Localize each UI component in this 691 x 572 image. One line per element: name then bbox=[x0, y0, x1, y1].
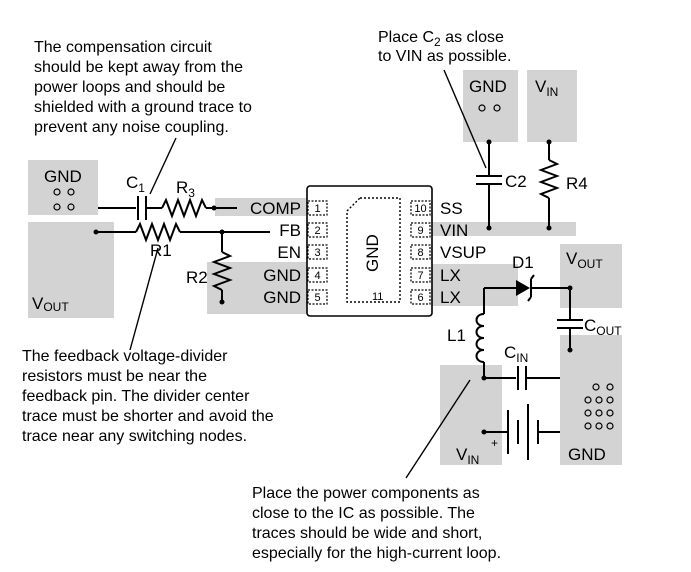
ic-pin-name-lx-6: LX bbox=[440, 288, 461, 307]
vout-right-label: VOUT bbox=[566, 249, 603, 271]
vout-left-label: VOUT bbox=[32, 294, 69, 314]
ic-pin-box-6 bbox=[410, 289, 431, 305]
ic-pin-name-comp-1: COMP bbox=[250, 199, 301, 218]
note-fb-line-1: The feedback voltage-divider bbox=[22, 348, 228, 365]
r1-resistor bbox=[135, 221, 181, 243]
ic-pin-number-9: 9 bbox=[417, 225, 423, 237]
ic-pin-name-en-3: EN bbox=[277, 243, 301, 262]
gnd-left-label: GND bbox=[44, 167, 82, 186]
r3-label: R3 bbox=[176, 178, 195, 200]
vias bbox=[53, 104, 614, 430]
c1-label: C1 bbox=[126, 173, 145, 195]
ic-body bbox=[306, 185, 433, 317]
note-comp-line-4: shielded with a ground trace to bbox=[34, 99, 252, 116]
r2-label: R2 bbox=[186, 268, 208, 287]
ic-pin-number-10: 10 bbox=[414, 203, 426, 215]
ic-pin-number-7: 7 bbox=[417, 270, 423, 282]
ic-pin-box-8 bbox=[410, 244, 431, 260]
r1-label: R1 bbox=[150, 241, 172, 260]
ic-pin-number-1: 1 bbox=[314, 203, 320, 215]
ic-thermal-pad bbox=[346, 197, 401, 303]
c2-capacitor bbox=[476, 175, 502, 185]
ic-thermal-pin-number: 11 bbox=[372, 291, 383, 303]
r4-resistor bbox=[538, 159, 560, 199]
ic-pin-number-5: 5 bbox=[314, 292, 320, 304]
c2-note-line2: to VIN as possible. bbox=[378, 48, 511, 65]
note-power-line-2: close to the IC as possible. The bbox=[252, 505, 475, 522]
note-fb-line-4: trace must be shorter and avoid the bbox=[22, 408, 274, 425]
r3-resistor bbox=[161, 197, 207, 219]
ic-pin-name-gnd-4: GND bbox=[263, 266, 301, 285]
note-fb-line-2: resistors must be near the bbox=[22, 368, 207, 385]
c2-note-pointer bbox=[443, 69, 487, 169]
vin-trace-pad bbox=[430, 222, 576, 236]
ic-pin-name-fb-2: FB bbox=[279, 221, 301, 240]
note-comp-line-3: power loops and should be bbox=[34, 79, 225, 96]
ic-pin-box-7 bbox=[410, 267, 431, 283]
vin-bottom-pad bbox=[440, 365, 502, 465]
fb-note-pointer bbox=[129, 247, 159, 351]
c2-note-line1: Place C2 as close bbox=[378, 29, 504, 49]
power-note-pointer bbox=[405, 379, 471, 479]
note-power-line-1: Place the power components as bbox=[252, 485, 480, 502]
ic-pin-name-vsup-8: VSUP bbox=[440, 243, 486, 262]
l1-inductor bbox=[475, 313, 485, 363]
ic-pin-number-3: 3 bbox=[314, 247, 320, 259]
comp-note-pointer bbox=[149, 137, 177, 195]
cin-capacitor bbox=[517, 366, 527, 390]
ic-pin-name-gnd-5: GND bbox=[263, 288, 301, 307]
cout-label: COUT bbox=[584, 316, 622, 338]
note-power-line-4: especially for the high-current loop. bbox=[252, 545, 501, 562]
lx-pad bbox=[430, 264, 518, 306]
ic-pin-number-4: 4 bbox=[314, 270, 320, 282]
r4-label: R4 bbox=[566, 174, 588, 193]
ic-pin-number-2: 2 bbox=[314, 225, 320, 237]
ic-pin-number-8: 8 bbox=[417, 247, 423, 259]
l1-label: L1 bbox=[447, 326, 466, 345]
note-comp-line-5: prevent any noise coupling. bbox=[34, 119, 229, 136]
c2-label: C2 bbox=[505, 172, 527, 191]
ic-pin-box-9 bbox=[410, 222, 431, 238]
ic-pin-name-lx-7: LX bbox=[440, 266, 461, 285]
feedback-note: The feedback voltage-divider resistors mu… bbox=[22, 348, 274, 445]
note-fb-line-3: feedback pin. The divider center bbox=[22, 388, 250, 405]
note-fb-line-5: trace near any switching nodes. bbox=[22, 428, 247, 445]
comp-node bbox=[211, 205, 217, 211]
note-comp-line-1: The compensation circuit bbox=[34, 39, 212, 56]
cout-capacitor bbox=[557, 319, 583, 329]
ic-pin-box-5 bbox=[307, 289, 328, 305]
ic-pin-box-2 bbox=[307, 222, 328, 238]
d1-label: D1 bbox=[512, 253, 534, 272]
vin-top-pad bbox=[527, 70, 577, 142]
c1-capacitor bbox=[137, 196, 147, 220]
gnd-bottom-label: GND bbox=[568, 445, 606, 464]
vin-bottom-label: VIN bbox=[456, 445, 479, 467]
ic-pin-box-4 bbox=[307, 267, 328, 283]
compensation-note: The compensation circuit should be kept a… bbox=[34, 39, 252, 136]
ic-center-label: GND bbox=[363, 234, 382, 272]
ic-pin-name-ss-10: SS bbox=[440, 199, 463, 218]
note-power-line-3: traces should be wide and short, bbox=[252, 525, 482, 542]
ic-pin-box-3 bbox=[307, 244, 328, 260]
vin-top-label: VIN bbox=[535, 77, 558, 99]
vout-left-pad bbox=[28, 222, 114, 318]
battery-plus-label: + bbox=[491, 436, 498, 450]
cin-label: CIN bbox=[504, 343, 528, 365]
ic-pin-name-vin-9: VIN bbox=[440, 221, 468, 240]
gnd-top-label: GND bbox=[469, 77, 507, 96]
power-note: Place the power components as close to th… bbox=[252, 485, 501, 562]
note-comp-line-2: should be kept away from the bbox=[34, 59, 243, 76]
gnd-left-pad bbox=[28, 160, 98, 215]
ic-pin-box-10 bbox=[410, 200, 431, 216]
battery-icon bbox=[507, 404, 539, 460]
r2-resistor bbox=[211, 251, 233, 291]
ic-pin-box-1 bbox=[307, 200, 328, 216]
gnd-top-pad bbox=[463, 70, 518, 142]
ic-pin-number-6: 6 bbox=[417, 292, 423, 304]
comp-trace-pad bbox=[215, 198, 307, 216]
